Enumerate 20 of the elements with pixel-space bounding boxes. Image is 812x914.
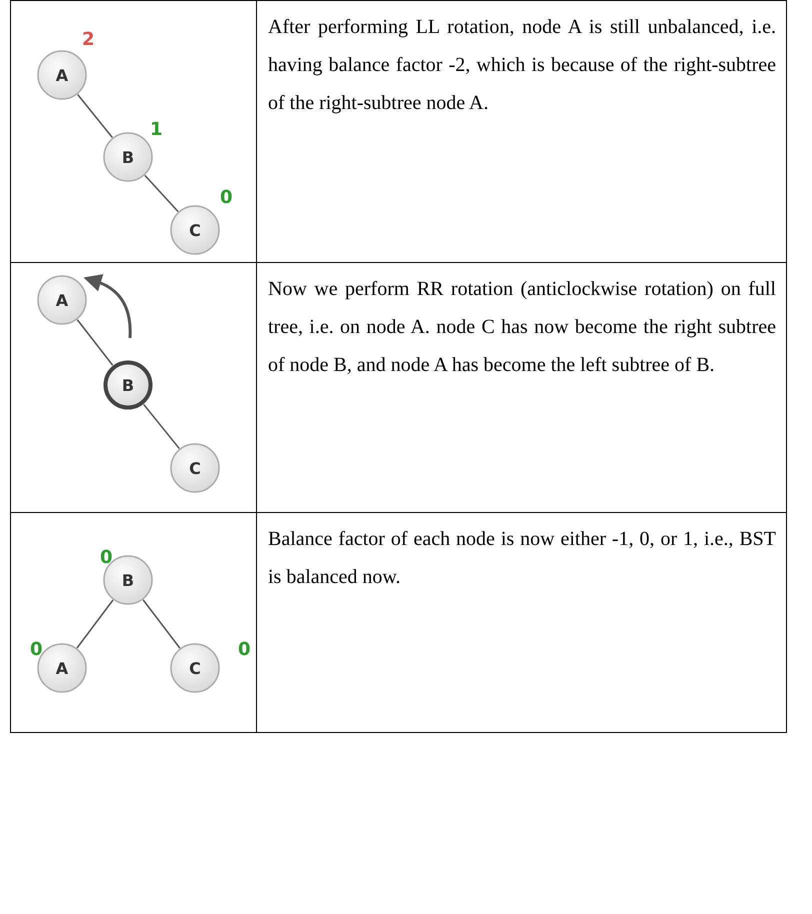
tree-edge	[143, 404, 180, 450]
balance-factor: 2	[82, 30, 95, 50]
tree-node: C	[170, 205, 220, 255]
tree-node: B	[103, 360, 153, 410]
tree-node: C	[170, 443, 220, 493]
tree-edge	[77, 94, 113, 138]
tree-node: B	[103, 132, 153, 182]
balance-factor: 1	[150, 120, 163, 140]
description-text: Balance factor of each node is now either -1, 0, or 1, i.e., BST is balanced now.	[268, 527, 776, 590]
tree-edge	[142, 599, 180, 649]
description-text: Now we perform RR rotation (anticlockwise rotation) on full tree, i.e. on node A. node C has now become the right subtree of node B, and node A has become the left subtree of B.	[268, 277, 776, 378]
tree-edge	[76, 600, 114, 648]
description-text: After performing LL rotation, node A is still unbalanced, i.e. having balance factor -2, which is because of the right-subtree of the right-subtree node A.	[268, 15, 776, 116]
tree-node: A	[37, 275, 87, 325]
tree-node: C	[170, 643, 220, 693]
balance-factor: 0	[220, 188, 233, 208]
tree-edge	[144, 174, 179, 212]
tree-node: A	[37, 50, 87, 100]
tree-edge	[76, 319, 114, 366]
balance-factor: 0	[238, 640, 251, 660]
